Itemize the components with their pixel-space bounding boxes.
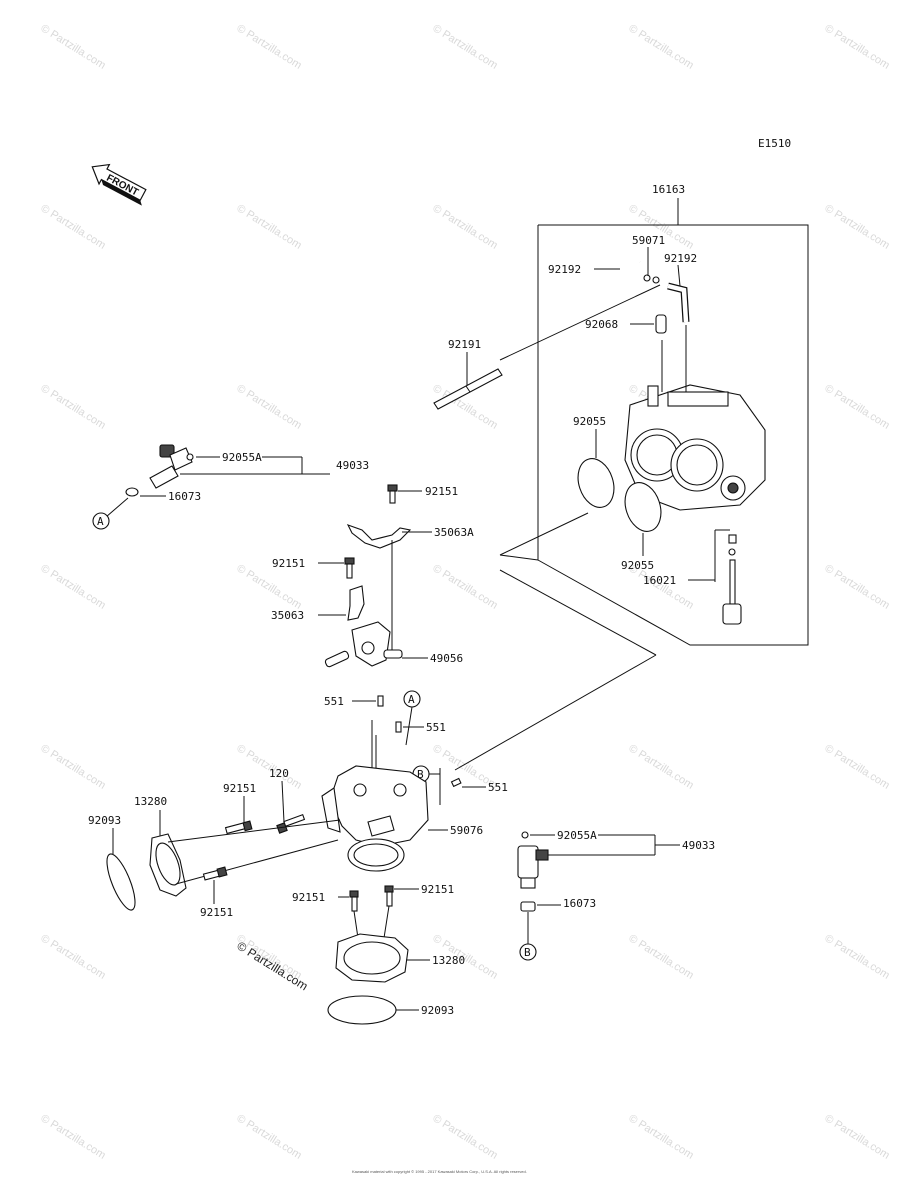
callout-16073-upper[interactable]: 16073 xyxy=(168,490,201,503)
part-49033-injector-lower xyxy=(517,831,549,912)
diagram-code: E1510 xyxy=(758,137,791,150)
watermark-text: © Partzilla.com xyxy=(626,742,695,791)
watermark-text: © Partzilla.com xyxy=(234,202,303,251)
callout-92055A-lower[interactable]: 92055A xyxy=(557,829,597,842)
watermark-text: © Partzilla.com xyxy=(822,202,891,251)
watermark-text: © Partzilla.com xyxy=(38,22,107,71)
callout-35063A[interactable]: 35063A xyxy=(434,526,474,539)
callout-92192-left[interactable]: 92192 xyxy=(548,263,581,276)
part-49056-valve xyxy=(324,621,403,668)
watermark-text: © Partzilla.com xyxy=(822,1112,891,1161)
callout-92055A-upper[interactable]: 92055A xyxy=(222,451,262,464)
callout-92068[interactable]: 92068 xyxy=(585,318,618,331)
watermark-text: © Partzilla.com xyxy=(822,382,891,431)
callout-92055-top[interactable]: 92055 xyxy=(573,415,606,428)
callout-92093-left[interactable]: 92093 xyxy=(88,814,121,827)
pin-551-c xyxy=(450,777,462,788)
callout-92151-b[interactable]: 92151 xyxy=(272,557,305,570)
ring-92093-bottom xyxy=(327,995,397,1025)
watermark-text: © Partzilla.com xyxy=(430,22,499,71)
ref-b-center: B xyxy=(417,768,424,781)
callout-49033-upper[interactable]: 49033 xyxy=(336,459,369,472)
watermark-text: © Partzilla.com xyxy=(234,382,303,431)
pin-551-a xyxy=(377,695,384,707)
partzilla-copyright: © Partzilla.com xyxy=(234,939,310,994)
assembly-frame-16163 xyxy=(499,198,809,646)
watermark-text: © Partzilla.com xyxy=(430,1112,499,1161)
bracket-35063A xyxy=(346,524,412,549)
callout-551-b[interactable]: 551 xyxy=(426,721,446,734)
watermark-text: © Partzilla.com xyxy=(38,1112,107,1161)
callout-92151-a[interactable]: 92151 xyxy=(425,485,458,498)
throttle-body-16163 xyxy=(624,325,766,511)
watermark-text: © Partzilla.com xyxy=(626,1112,695,1161)
ring-92093-left xyxy=(106,853,136,911)
vacuum-hoses xyxy=(622,258,690,334)
watermark-text: © Partzilla.com xyxy=(822,932,891,981)
watermark-text: © Partzilla.com xyxy=(38,562,107,611)
callout-16073-lower[interactable]: 16073 xyxy=(563,897,596,910)
bolt-92151-mid xyxy=(344,557,355,579)
callout-49033-lower[interactable]: 49033 xyxy=(682,839,715,852)
front-arrow-icon: FRONT xyxy=(91,163,147,206)
watermark-text: © Partzilla.com xyxy=(38,382,107,431)
watermark-text: © Partzilla.com xyxy=(822,742,891,791)
watermark-text: © Partzilla.com xyxy=(234,1112,303,1161)
gasket-13280-bottom xyxy=(335,933,409,983)
callout-59076[interactable]: 59076 xyxy=(450,824,483,837)
part-59076-intake xyxy=(321,765,429,872)
watermark-layer: © Partzilla.com © Partzilla.com © Partzill… xyxy=(38,22,891,1161)
watermark-text: © Partzilla.com xyxy=(430,202,499,251)
callout-13280-left[interactable]: 13280 xyxy=(134,795,167,808)
watermark-text: © Partzilla.com xyxy=(234,22,303,71)
callout-92093-bottom[interactable]: 92093 xyxy=(421,1004,454,1017)
ref-a-upper: A xyxy=(97,515,104,528)
callout-16021[interactable]: 16021 xyxy=(643,574,676,587)
o-ring-92055-left xyxy=(577,458,615,508)
callout-92192-right[interactable]: 92192 xyxy=(664,252,697,265)
bolt-92151-bottom-left xyxy=(349,890,359,912)
pin-551-b xyxy=(395,721,402,733)
bolt-92151-left-lower xyxy=(202,866,228,881)
footer-copyright: Kawasaki material with copyright © 1995 … xyxy=(352,1169,527,1174)
bracket-35063 xyxy=(347,585,365,621)
callout-92151-d[interactable]: 92151 xyxy=(200,906,233,919)
callout-13280-bottom[interactable]: 13280 xyxy=(432,954,465,967)
part-49033-injector-upper xyxy=(125,444,194,497)
watermark-text: © Partzilla.com xyxy=(38,742,107,791)
gasket-13280-left xyxy=(149,819,341,897)
callout-551-a[interactable]: 551 xyxy=(324,695,344,708)
callout-35063[interactable]: 35063 xyxy=(271,609,304,622)
callout-92151-c[interactable]: 92151 xyxy=(223,782,256,795)
watermark-text: © Partzilla.com xyxy=(38,202,107,251)
callout-92151-f[interactable]: 92151 xyxy=(421,883,454,896)
o-ring-92055-right xyxy=(624,482,662,532)
watermark-text: © Partzilla.com xyxy=(430,562,499,611)
ref-a-center: A xyxy=(408,693,415,706)
bolt-92151-bottom-right xyxy=(384,885,394,907)
watermark-text: © Partzilla.com xyxy=(38,932,107,981)
ref-marker-a-upper xyxy=(92,512,110,530)
callout-551-c[interactable]: 551 xyxy=(488,781,508,794)
callout-59071[interactable]: 59071 xyxy=(632,234,665,247)
watermark-text: © Partzilla.com xyxy=(822,22,891,71)
ref-b-lower: B xyxy=(524,946,531,959)
bolt-92151-left-upper xyxy=(224,820,253,835)
bolt-92151-top xyxy=(387,484,398,504)
ref-marker-b-lower xyxy=(519,943,537,961)
watermark-text: © Partzilla.com xyxy=(822,562,891,611)
callout-120[interactable]: 120 xyxy=(269,767,289,780)
callout-49056[interactable]: 49056 xyxy=(430,652,463,665)
callout-16163[interactable]: 16163 xyxy=(652,183,685,196)
screw-120 xyxy=(276,813,306,834)
watermark-text: © Partzilla.com xyxy=(626,22,695,71)
callout-92151-e[interactable]: 92151 xyxy=(292,891,325,904)
callout-92055-bottom[interactable]: 92055 xyxy=(621,559,654,572)
part-16021-sensor xyxy=(714,529,742,625)
part-92191-rod xyxy=(433,368,503,410)
callout-92191[interactable]: 92191 xyxy=(448,338,481,351)
watermark-text: © Partzilla.com xyxy=(626,932,695,981)
